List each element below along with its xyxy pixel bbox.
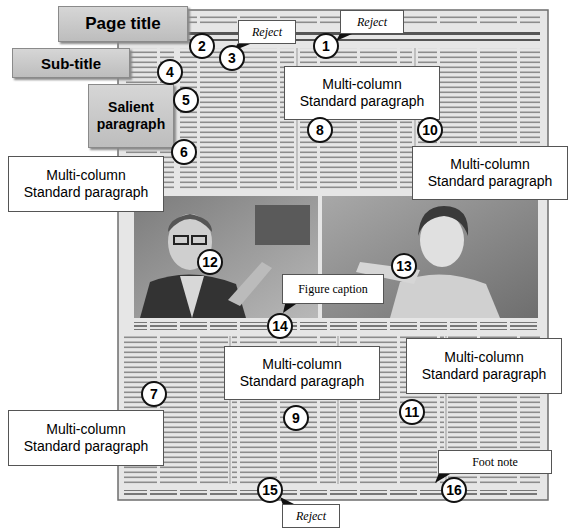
node-text: 7 (150, 387, 158, 401)
node-text: Foot note (472, 455, 518, 470)
node-text: Page title (85, 14, 161, 34)
node-text: 16 (446, 483, 462, 497)
node-text: 9 (292, 411, 300, 425)
annotation-box: Multi-column Standard paragraph (284, 66, 440, 120)
node-text: 3 (228, 51, 236, 65)
annotation-box: Multi-column Standard paragraph (8, 156, 164, 212)
callout-number: 7 (141, 381, 167, 407)
node-text: 2 (198, 39, 206, 53)
callout-number: 15 (257, 477, 283, 503)
annotation-box: Figure caption (282, 274, 384, 304)
callout-number: 5 (173, 87, 199, 113)
callout-number: 12 (197, 249, 223, 275)
node-text: Figure caption (298, 282, 368, 297)
annotation-box: Multi-column Standard paragraph (412, 146, 568, 200)
reject-label: Reject (282, 504, 340, 528)
node-text: Reject (357, 15, 387, 30)
node-text: 13 (396, 259, 412, 273)
callout-number: 16 (441, 477, 467, 503)
callout-number: 9 (283, 405, 309, 431)
node-text: Multi-column Standard paragraph (18, 421, 154, 455)
label-box: Salient paragraph (88, 84, 174, 148)
annotation-box: Multi-column Standard paragraph (8, 410, 164, 466)
callout-number: 6 (171, 139, 197, 165)
label-box: Page title (58, 6, 188, 42)
callout-number: 1 (313, 33, 339, 59)
node-text: Multi-column Standard paragraph (422, 156, 558, 190)
callout-number: 13 (391, 253, 417, 279)
reject-label: Reject (238, 20, 296, 44)
node-text: 11 (405, 405, 420, 419)
node-text: 4 (166, 65, 174, 79)
node-text: Multi-column Standard paragraph (234, 356, 370, 390)
annotation-box: Multi-column Standard paragraph (406, 338, 562, 394)
callout-number: 4 (157, 59, 183, 85)
node-text: 12 (202, 255, 218, 269)
node-text: Reject (252, 25, 282, 40)
node-text: Multi-column Standard paragraph (294, 76, 430, 110)
annotation-box: Foot note (438, 450, 552, 474)
node-text: Reject (296, 509, 326, 524)
node-text: Multi-column Standard paragraph (18, 167, 154, 201)
callout-number: 8 (307, 117, 333, 143)
callout-number: 3 (219, 45, 245, 71)
callout-number: 14 (267, 313, 293, 339)
node-text: 10 (422, 123, 438, 137)
node-text: 14 (272, 319, 288, 333)
node-text: 1 (322, 39, 330, 53)
node-text: Salient paragraph (93, 99, 169, 133)
callout-number: 2 (189, 33, 215, 59)
label-box: Sub-title (12, 48, 130, 78)
node-text: 6 (180, 145, 188, 159)
callout-number: 11 (399, 399, 425, 425)
annotation-box: Multi-column Standard paragraph (224, 346, 380, 400)
node-text: 15 (262, 483, 278, 497)
node-text: Multi-column Standard paragraph (416, 349, 552, 383)
reject-label: Reject (340, 10, 404, 34)
node-text: 8 (316, 123, 324, 137)
node-text: Sub-title (41, 55, 101, 72)
callout-number: 10 (417, 117, 443, 143)
node-text: 5 (182, 93, 190, 107)
